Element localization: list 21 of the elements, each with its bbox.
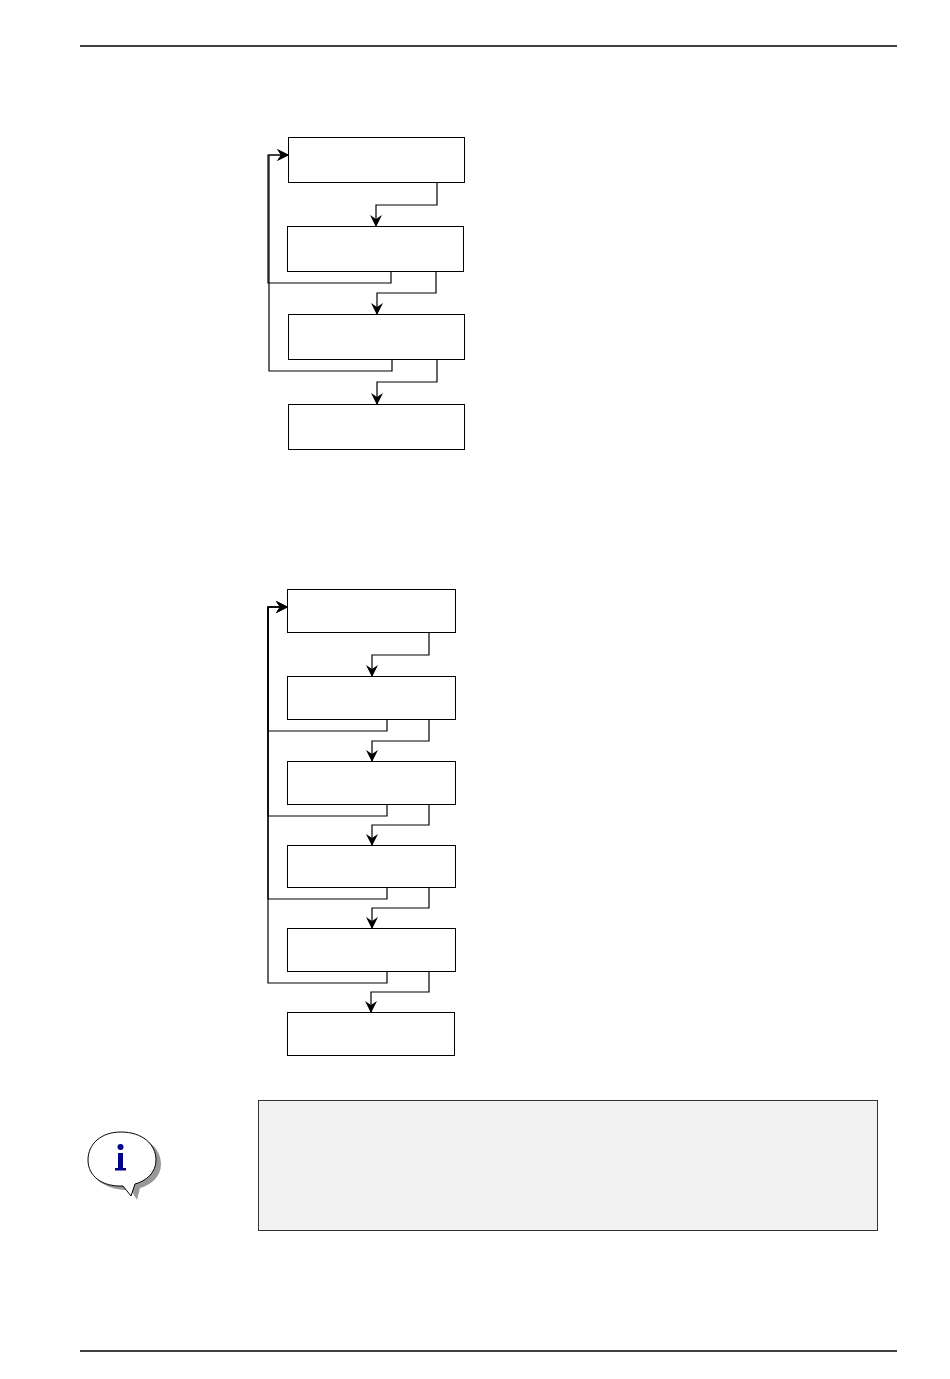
arrow: [366, 804, 430, 846]
process-box: [288, 314, 465, 360]
arrow: [371, 271, 437, 315]
arrow: [267, 601, 388, 984]
arrow: [365, 971, 430, 1013]
arrow: [366, 719, 430, 762]
process-box: [287, 845, 456, 888]
process-box: [287, 676, 456, 720]
process-box: [287, 1012, 455, 1056]
arrow: [371, 359, 438, 405]
note-panel: [258, 1100, 878, 1231]
process-box: [288, 137, 465, 183]
arrow: [366, 632, 430, 677]
arrow: [268, 149, 393, 372]
process-box: [287, 589, 456, 633]
process-box: [287, 226, 464, 272]
process-box: [287, 928, 456, 972]
arrow: [370, 182, 438, 227]
arrow: [366, 887, 430, 929]
process-box: [288, 404, 465, 450]
process-box: [287, 761, 456, 805]
